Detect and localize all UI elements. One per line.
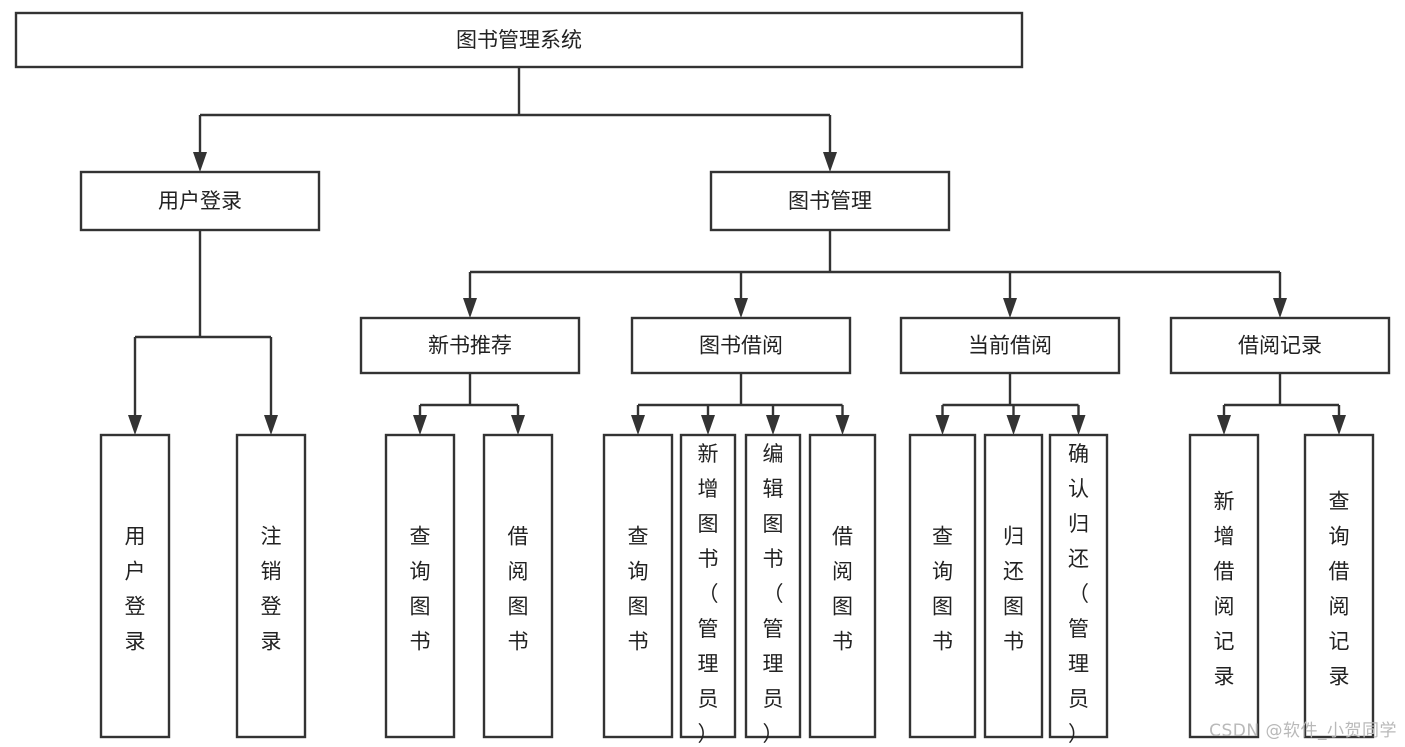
node-label-leaf-query-book-1: 查询图书 — [410, 524, 431, 653]
arrow-head-icon — [823, 152, 837, 172]
node-leaf-add-book[interactable]: 新增图书（管理员） — [679, 433, 737, 746]
node-leaf-add-record[interactable]: 新增借阅记录 — [1188, 433, 1260, 739]
node-label-leaf-query-book-3: 查询图书 — [932, 524, 953, 653]
node-box-user-login — [79, 170, 321, 232]
node-leaf-query-book-2[interactable]: 查询图书 — [602, 433, 674, 739]
node-new-book-recommend[interactable]: 新书推荐 — [359, 316, 581, 375]
node-leaf-query-book-3[interactable]: 查询图书 — [908, 433, 977, 739]
node-label-new-book-recommend: 新书推荐 — [428, 334, 512, 358]
node-box-leaf-add-book — [679, 433, 737, 739]
node-label-leaf-borrow-book-1: 借阅图书 — [508, 524, 529, 653]
arrow-head-icon — [511, 415, 525, 435]
node-label-leaf-query-record: 查询借阅记录 — [1329, 489, 1350, 688]
node-box-book-manage — [709, 170, 951, 232]
node-leaf-return-book[interactable]: 归还图书 — [983, 433, 1044, 739]
arrow-head-icon — [193, 152, 207, 172]
node-leaf-logout[interactable]: 注销登录 — [235, 433, 307, 739]
node-label-undefined: 图书管理系统 — [456, 28, 582, 52]
node-leaf-user-login[interactable]: 用户登录 — [99, 433, 171, 739]
node-leaf-confirm-return[interactable]: 确认归还（管理员） — [1048, 433, 1109, 746]
node-box-leaf-borrow-book-2 — [808, 433, 877, 739]
node-label-leaf-edit-book: 编辑图书（管理员） — [763, 442, 784, 746]
node-box-leaf-add-record — [1188, 433, 1260, 739]
node-label-book-borrow: 图书借阅 — [699, 334, 783, 358]
node-box-leaf-query-book-1 — [384, 433, 456, 739]
arrow-head-icon — [701, 415, 715, 435]
node-book-manage[interactable]: 图书管理 — [709, 170, 951, 232]
node-label-leaf-user-login: 用户登录 — [125, 524, 146, 653]
node-label-leaf-borrow-book-2: 借阅图书 — [832, 524, 853, 653]
node-box-leaf-user-login — [99, 433, 171, 739]
node-box-leaf-query-book-3 — [908, 433, 977, 739]
node-box-leaf-query-book-2 — [602, 433, 674, 739]
node-label-book-manage: 图书管理 — [788, 189, 872, 213]
node-box-leaf-edit-book — [744, 433, 802, 739]
node-box-leaf-borrow-book-1 — [482, 433, 554, 739]
node-box-leaf-return-book — [983, 433, 1044, 739]
node-box-book-borrow — [630, 316, 852, 375]
arrow-head-icon — [1332, 415, 1346, 435]
node-label-leaf-logout: 注销登录 — [261, 524, 282, 653]
node-box-leaf-confirm-return — [1048, 433, 1109, 739]
node-label-current-borrow: 当前借阅 — [968, 334, 1052, 358]
node-label-leaf-add-record: 新增借阅记录 — [1214, 489, 1235, 688]
arrow-head-icon — [1273, 298, 1287, 318]
node-leaf-borrow-book-1[interactable]: 借阅图书 — [482, 433, 554, 739]
node-label-leaf-confirm-return: 确认归还（管理员） — [1068, 442, 1089, 746]
node-leaf-query-record[interactable]: 查询借阅记录 — [1303, 433, 1375, 739]
arrow-head-icon — [463, 298, 477, 318]
node-undefined[interactable]: 图书管理系统 — [14, 11, 1024, 69]
arrow-head-icon — [1006, 415, 1021, 435]
node-box-current-borrow — [899, 316, 1121, 375]
node-borrow-record[interactable]: 借阅记录 — [1169, 316, 1391, 375]
node-box-undefined — [14, 11, 1024, 69]
connectors-layer — [128, 67, 1346, 435]
arrow-head-icon — [734, 298, 748, 318]
arrow-head-icon — [128, 415, 142, 435]
arrow-head-icon — [413, 415, 427, 435]
node-box-leaf-query-record — [1303, 433, 1375, 739]
node-label-user-login: 用户登录 — [158, 189, 242, 213]
nodes-layer: 图书管理系统用户登录图书管理新书推荐图书借阅当前借阅借阅记录用户登录注销登录查询… — [14, 11, 1391, 746]
arrow-head-icon — [264, 415, 278, 435]
arrow-head-icon — [935, 415, 950, 435]
node-leaf-borrow-book-2[interactable]: 借阅图书 — [808, 433, 877, 739]
arrow-head-icon — [1071, 415, 1086, 435]
arrow-head-icon — [835, 415, 850, 435]
arrow-head-icon — [1217, 415, 1231, 435]
node-box-new-book-recommend — [359, 316, 581, 375]
node-label-leaf-return-book: 归还图书 — [1003, 524, 1024, 653]
node-label-borrow-record: 借阅记录 — [1238, 334, 1322, 358]
node-leaf-edit-book[interactable]: 编辑图书（管理员） — [744, 433, 802, 746]
node-box-leaf-logout — [235, 433, 307, 739]
node-label-leaf-query-book-2: 查询图书 — [628, 524, 649, 653]
node-leaf-query-book-1[interactable]: 查询图书 — [384, 433, 456, 739]
node-label-leaf-add-book: 新增图书（管理员） — [698, 442, 719, 746]
arrow-head-icon — [631, 415, 645, 435]
node-current-borrow[interactable]: 当前借阅 — [899, 316, 1121, 375]
csdn-watermark: CSDN @软件_小贺同学 — [1209, 721, 1397, 741]
node-box-borrow-record — [1169, 316, 1391, 375]
arrow-head-icon — [1003, 298, 1017, 318]
node-user-login[interactable]: 用户登录 — [79, 170, 321, 232]
arrow-head-icon — [766, 415, 780, 435]
node-book-borrow[interactable]: 图书借阅 — [630, 316, 852, 375]
